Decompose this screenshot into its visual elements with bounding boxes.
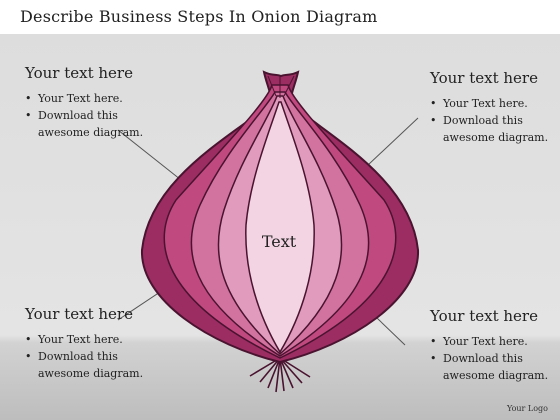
block-heading: Your text here [25,305,133,323]
bullet-item: Download this awesome diagram. [430,112,560,146]
text-block-bottom-left: Your text here Your Text here. Download … [25,305,165,382]
bullet-list: Your Text here. Download this awesome di… [430,95,560,146]
block-heading: Your text here [25,64,133,82]
bullet-list: Your Text here. Download this awesome di… [25,90,165,141]
text-block-bottom-right: Your text here Your Text here. Download … [430,307,560,384]
onion-neck-lines [267,75,295,98]
block-heading: Your text here [430,69,538,87]
logo-placeholder: Your Logo [507,404,548,413]
bullet-item: Your Text here. [430,333,560,350]
bullet-item: Your Text here. [430,95,560,112]
onion-core [245,101,315,354]
text-block-top-right: Your text here Your Text here. Download … [430,69,560,146]
title-bar: Describe Business Steps In Onion Diagram [0,0,560,34]
bullet-list: Your Text here. Download this awesome di… [25,331,165,382]
onion-roots [249,357,311,393]
bullet-list: Your Text here. Download this awesome di… [430,333,560,384]
bullet-item: Download this awesome diagram. [25,107,165,141]
bullet-item: Download this awesome diagram. [430,350,560,384]
text-block-top-left: Your text here Your Text here. Download … [25,64,165,141]
bullet-item: Your Text here. [25,90,165,107]
bullet-item: Your Text here. [25,331,165,348]
onion-center-label: Text [261,232,297,251]
bullet-item: Download this awesome diagram. [25,348,165,382]
page-title: Describe Business Steps In Onion Diagram [20,7,378,26]
block-heading: Your text here [430,307,538,325]
